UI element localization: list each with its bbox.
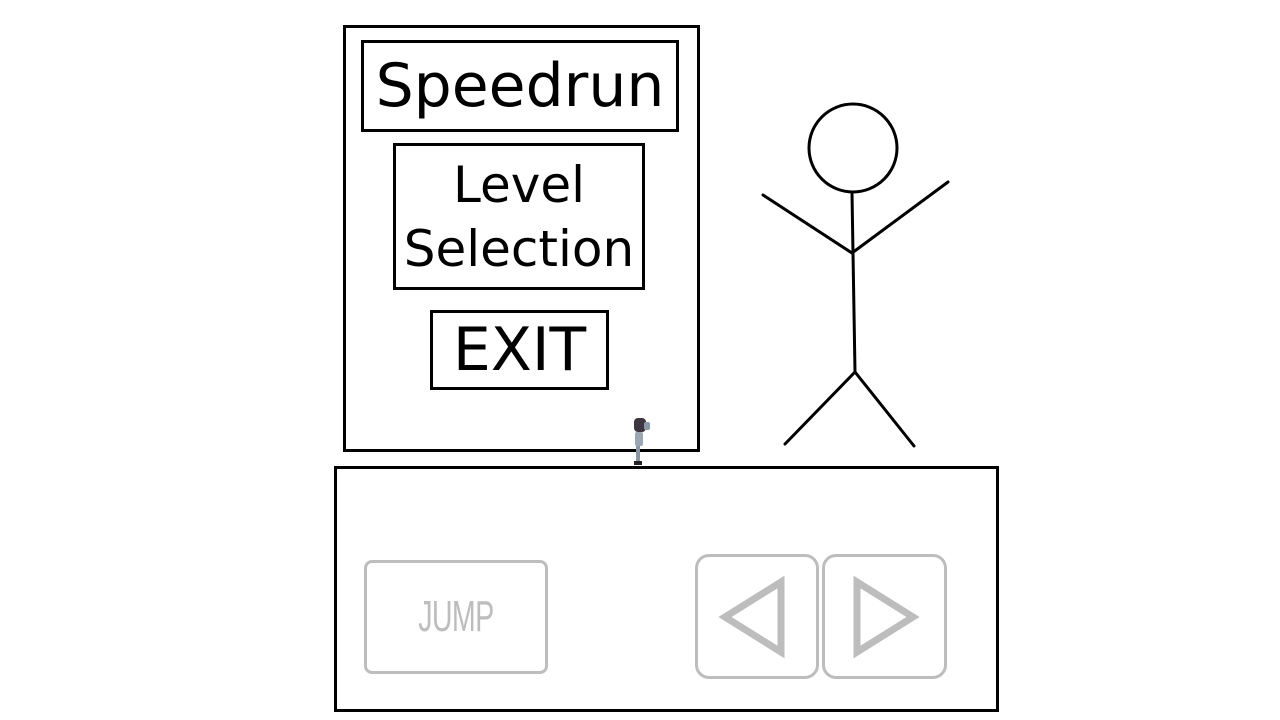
stick-figure-body [850, 191, 857, 374]
exit-label: EXIT [452, 315, 587, 385]
speedrun-label: Speedrun [375, 51, 665, 121]
stick-figure-legs [783, 369, 916, 448]
level-selection-label-line2: Selection [403, 219, 635, 278]
right-arrow-icon [853, 575, 920, 658]
ground-platform [334, 466, 999, 712]
move-left-button[interactable] [695, 554, 819, 679]
move-right-button[interactable] [822, 554, 947, 679]
speedrun-button[interactable]: Speedrun [361, 40, 679, 132]
jump-button[interactable]: JUMP [364, 560, 548, 674]
stick-figure-arms [761, 180, 950, 255]
robot-player-sprite [634, 418, 650, 465]
exit-button[interactable]: EXIT [430, 310, 609, 390]
main-menu-panel [343, 25, 700, 452]
jump-label: JUMP [418, 592, 494, 641]
left-arrow-icon [718, 575, 785, 658]
stick-figure-head [807, 102, 899, 194]
level-selection-label-line1: Level [453, 155, 585, 214]
